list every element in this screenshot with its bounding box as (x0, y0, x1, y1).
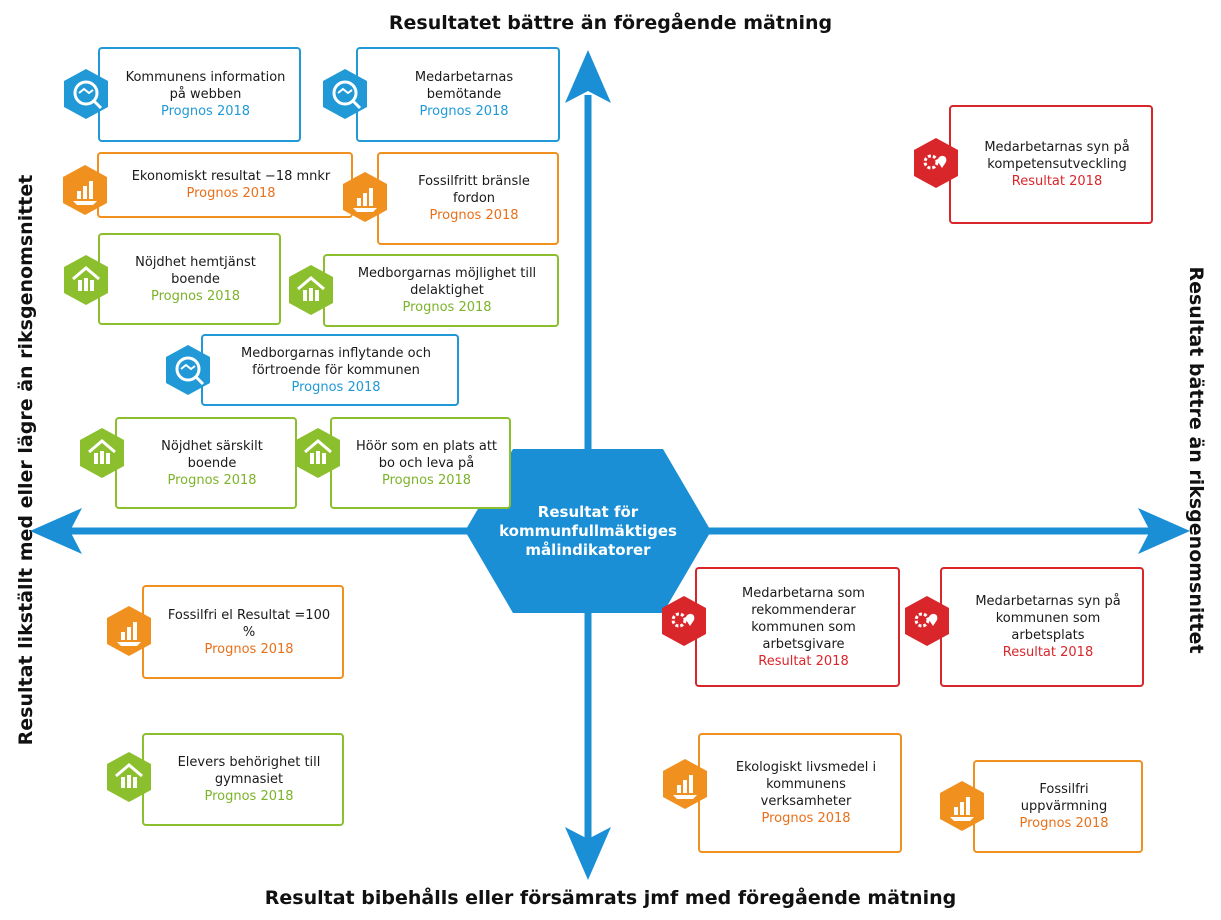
card-status: Prognos 2018 (204, 641, 294, 657)
card-status: Prognos 2018 (204, 789, 294, 804)
card-title: Höör som en plats att bo och leva på (355, 438, 498, 471)
house-people-icon (64, 255, 108, 305)
handshake-search-icon (166, 345, 210, 395)
heart-gear-icon (914, 138, 958, 188)
right-arrowhead (1138, 508, 1190, 554)
center-title: Resultat för kommunfullmäktiges målindik… (499, 502, 677, 559)
house-people-icon (80, 428, 124, 478)
top-arrowhead (565, 50, 611, 103)
bottom-arrowhead (565, 827, 611, 880)
indicator-card[interactable]: Fossilfri el Resultat =100 %Prognos 2018 (142, 585, 344, 679)
indicator-card[interactable]: Medarbetarna som rekommenderar kommunen … (695, 567, 900, 687)
card-title: Elevers behörighet till gymnasiet (177, 755, 321, 787)
card-status: Resultat 2018 (1002, 645, 1094, 660)
growth-chart-hand-icon (343, 172, 387, 222)
card-status: Prognos 2018 (160, 104, 251, 119)
card-title: Ekologiskt livsmedel i kommunens verksam… (735, 760, 877, 809)
card-title: Nöjdhet särskilt boende (161, 438, 263, 471)
card-title: Nöjdhet hemtjänst boende (135, 254, 256, 287)
growth-chart-hand-icon (107, 606, 151, 656)
card-title: Fossilfritt bränsle fordon (418, 174, 530, 206)
card-title: Medarbetarna som rekommenderar kommunen … (742, 585, 865, 652)
card-title: Kommunens information på webben (125, 70, 286, 102)
axis-label-top: Resultatet bättre än föregående mätning (388, 12, 833, 34)
house-people-icon (289, 265, 333, 315)
card-title: Fossilfri el Resultat =100 % (167, 607, 331, 640)
indicator-card[interactable]: Medarbetarnas syn på kommunen som arbets… (940, 567, 1144, 687)
card-status: Resultat 2018 (758, 653, 849, 669)
card-status: Prognos 2018 (381, 472, 472, 488)
card-title: Ekonomiskt resultat −18 mnkr (131, 169, 331, 184)
card-status: Prognos 2018 (150, 288, 241, 304)
card-title: Fossilfri uppvärmning (1020, 782, 1108, 814)
card-status: Prognos 2018 (419, 104, 509, 119)
card-title: Medarbetarnas bemötande (414, 70, 514, 102)
growth-chart-hand-icon (663, 759, 707, 809)
card-title: Medborgarnas möjlighet till delaktighet (357, 266, 537, 298)
handshake-search-icon (323, 69, 367, 119)
heart-gear-icon (905, 596, 949, 646)
indicator-card[interactable]: Medarbetarnas syn på kompetensutveckling… (949, 105, 1153, 224)
axis-label-bottom: Resultat bibehålls eller försämrats jmf … (264, 887, 957, 909)
house-people-icon (107, 752, 151, 802)
growth-chart-hand-icon (63, 165, 107, 215)
left-arrowhead (30, 508, 82, 554)
card-status: Prognos 2018 (291, 379, 381, 395)
indicator-card[interactable]: Medborgarnas inflytande och förtroende f… (201, 334, 459, 406)
card-title: Medarbetarnas syn på kompetensutveckling (984, 140, 1130, 172)
growth-chart-hand-icon (940, 781, 984, 831)
card-status: Prognos 2018 (402, 300, 492, 315)
card-status: Prognos 2018 (429, 208, 519, 223)
house-people-icon (296, 428, 340, 478)
handshake-search-icon (64, 69, 108, 119)
indicator-card[interactable]: Ekologiskt livsmedel i kommunens verksam… (698, 733, 902, 853)
card-status: Resultat 2018 (1011, 174, 1103, 189)
card-status: Prognos 2018 (761, 811, 851, 826)
card-status: Prognos 2018 (167, 472, 257, 488)
card-title: Medarbetarnas syn på kommunen som arbets… (975, 594, 1121, 643)
heart-gear-icon (662, 596, 706, 646)
card-status: Prognos 2018 (1019, 816, 1109, 831)
center-hexagon (465, 449, 711, 613)
card-title: Medborgarnas inflytande och förtroende f… (241, 345, 431, 378)
card-status: Prognos 2018 (186, 186, 276, 201)
